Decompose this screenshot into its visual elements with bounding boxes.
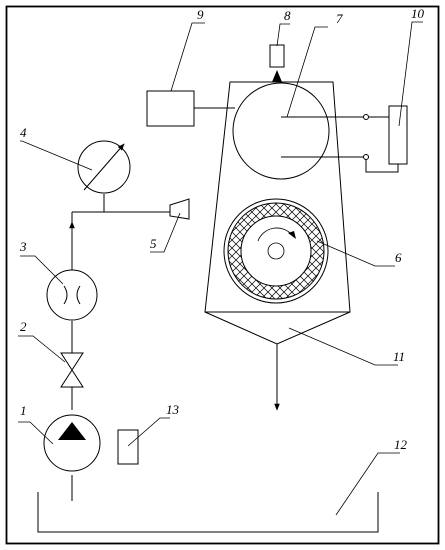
label-2: 2 xyxy=(20,319,27,334)
label-9: 9 xyxy=(197,7,204,22)
regulator xyxy=(77,140,131,194)
nozzle xyxy=(169,198,190,220)
separator-housing xyxy=(204,81,351,411)
part-labels: 1 2 3 4 5 6 7 8 9 10 11 12 13 xyxy=(19,6,425,452)
label-4: 4 xyxy=(20,125,27,140)
control-box xyxy=(146,90,235,127)
label-5: 5 xyxy=(150,236,157,251)
pump xyxy=(43,414,101,472)
label-8: 8 xyxy=(284,8,291,23)
top-sensor xyxy=(269,44,285,82)
rotor xyxy=(223,198,329,304)
frame-border xyxy=(5,5,440,545)
pump-drive-box xyxy=(117,429,139,465)
label-7: 7 xyxy=(336,11,343,26)
label-3: 3 xyxy=(19,239,27,254)
label-13: 13 xyxy=(166,402,180,417)
measuring-unit xyxy=(281,105,408,173)
label-6: 6 xyxy=(395,250,402,265)
separator-drum xyxy=(232,82,330,180)
main-pipeline xyxy=(69,194,170,501)
label-11: 11 xyxy=(393,349,405,364)
leader-lines xyxy=(18,21,423,516)
label-12: 12 xyxy=(394,437,408,452)
collection-tank xyxy=(37,492,379,533)
label-1: 1 xyxy=(20,403,27,418)
flowmeter xyxy=(46,269,98,321)
valve xyxy=(60,352,84,388)
label-10: 10 xyxy=(411,6,425,21)
